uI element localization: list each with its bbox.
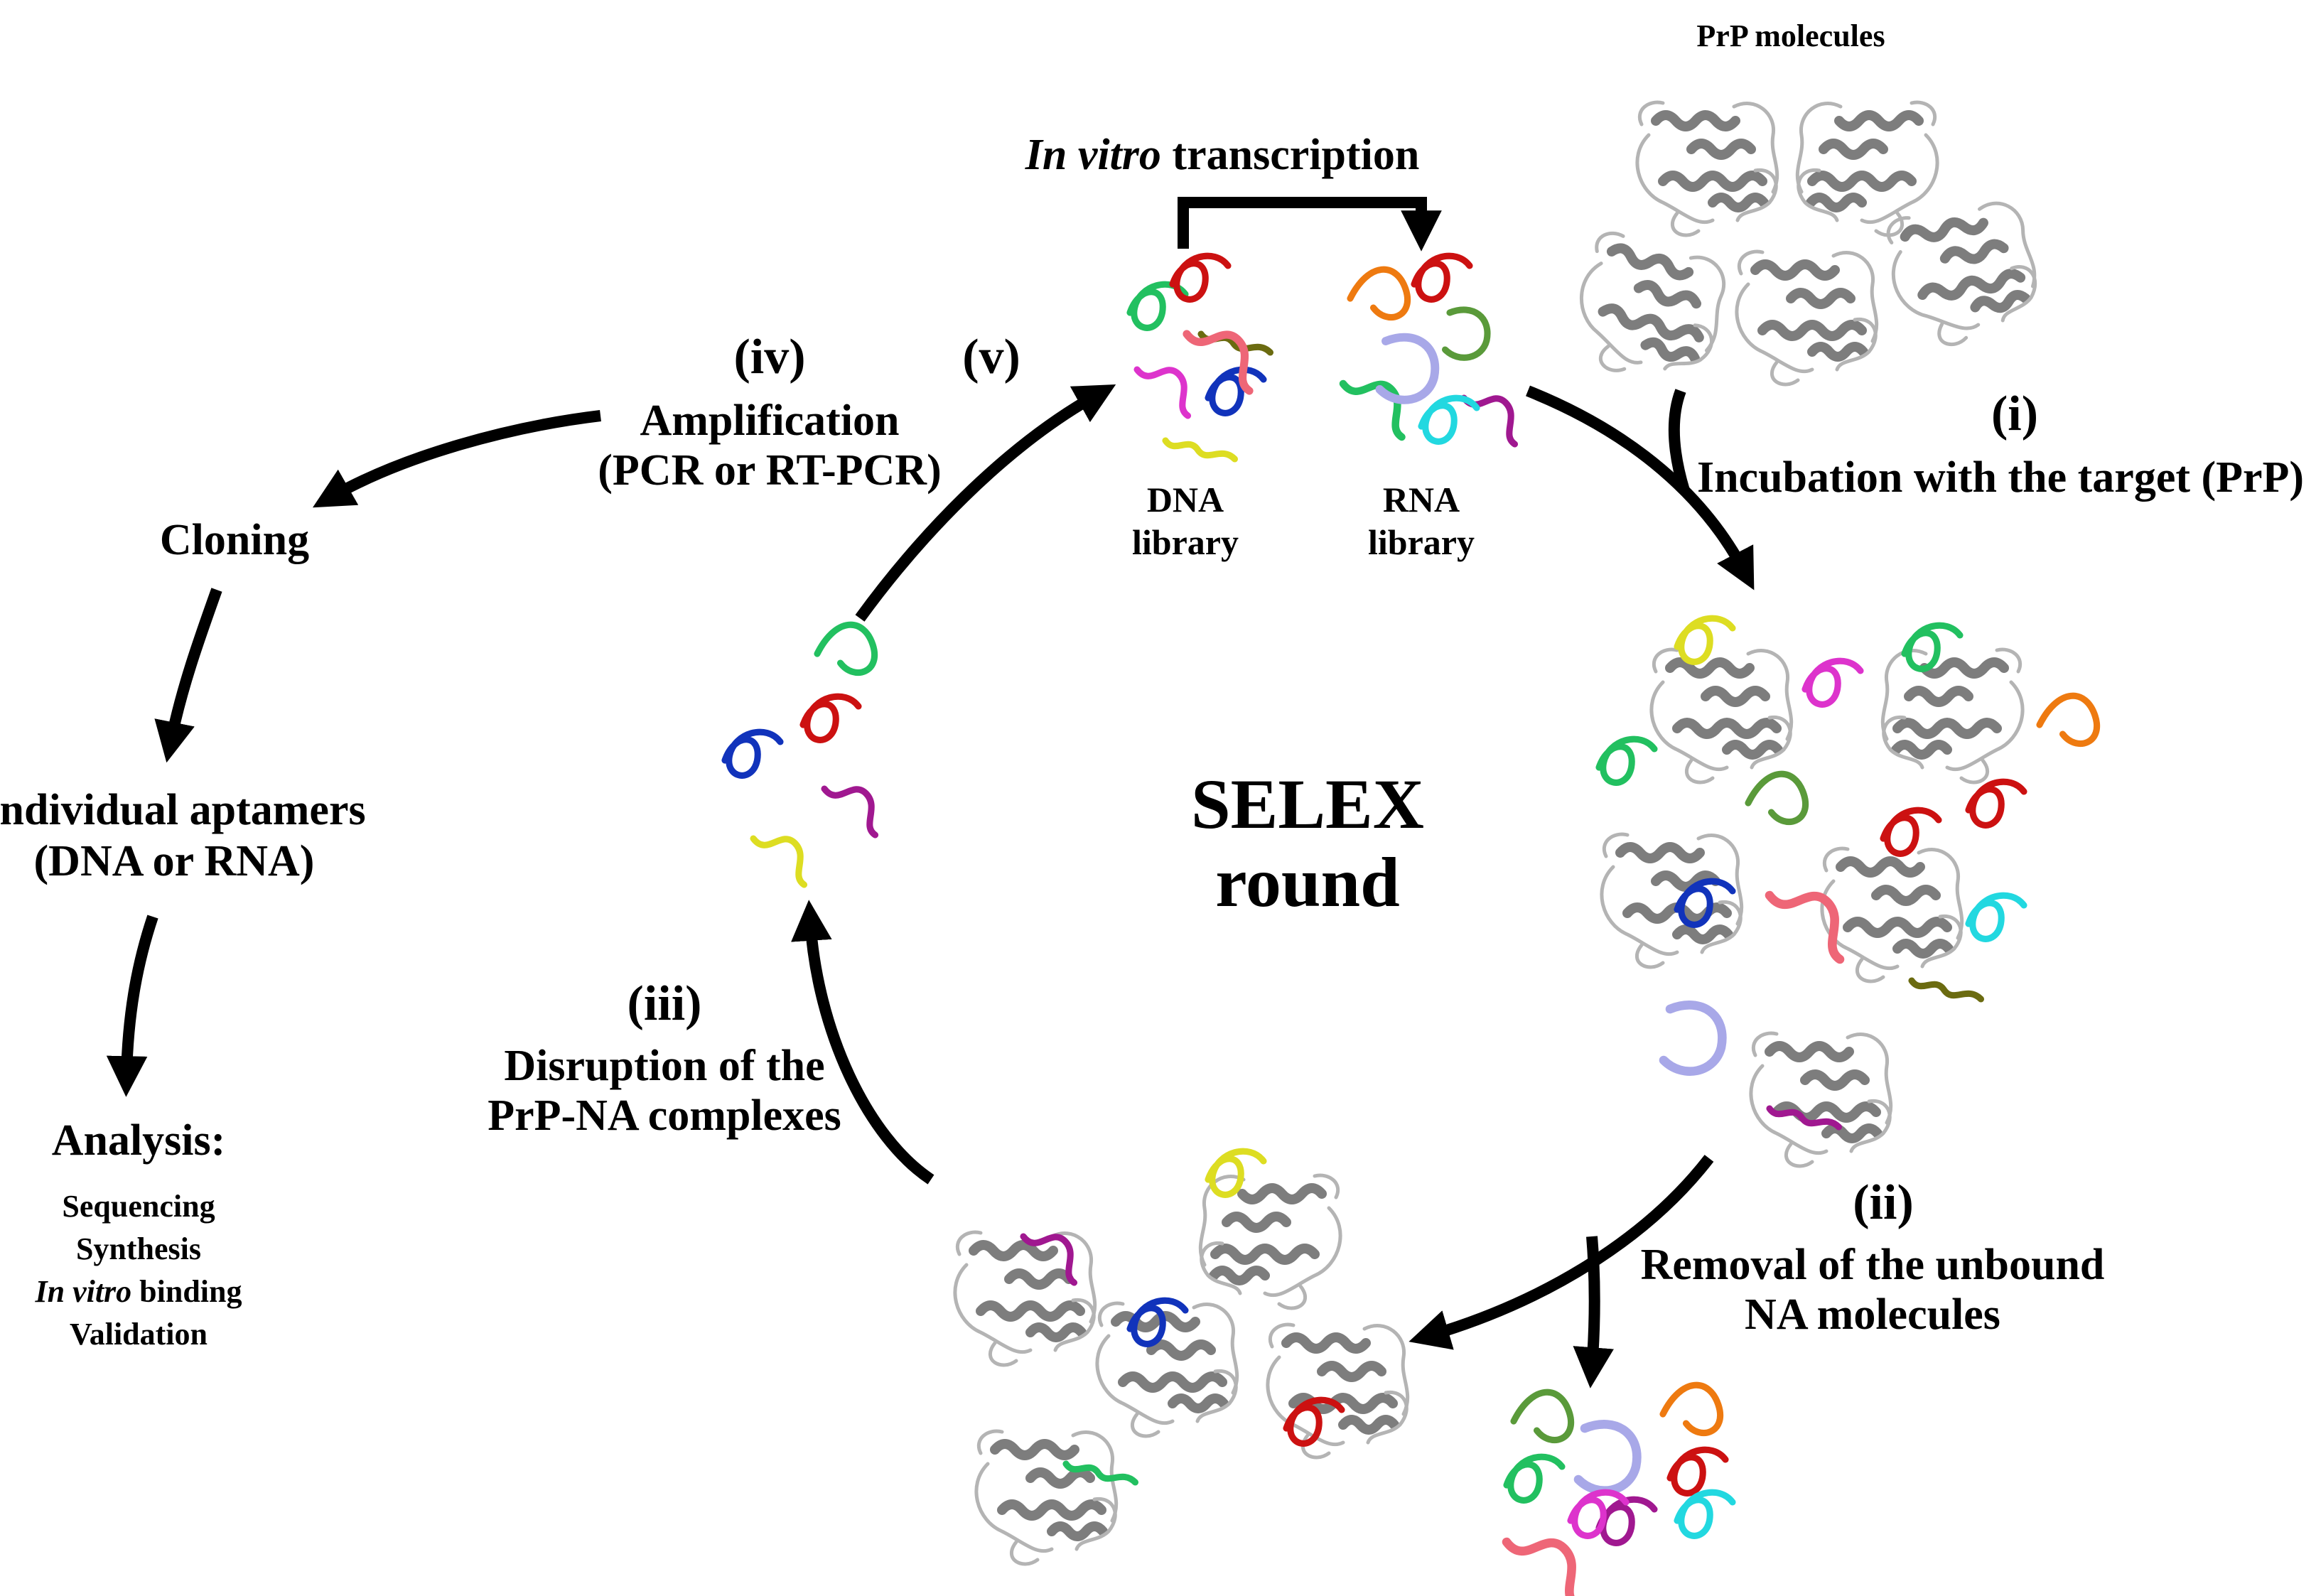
rna-library-label-line2: library (1368, 522, 1475, 562)
na-strand (2036, 692, 2100, 748)
na-strand (1901, 622, 1964, 672)
aptamers-label-line2: (DNA or RNA) (34, 837, 315, 885)
cloning-arrow (312, 410, 601, 508)
analysis-item-sequencing: Sequencing (62, 1189, 215, 1224)
incubation-arrow (1526, 385, 1755, 591)
dna-library-label-line2: library (1132, 522, 1239, 562)
amplification-arrow (855, 384, 1116, 622)
na-strand (1283, 1396, 1345, 1447)
na-strand (1674, 878, 1736, 928)
na-strand (1411, 252, 1473, 303)
step-i-text: Incubation with the target (PrP) (1697, 453, 2304, 502)
na-strand (1169, 252, 1232, 303)
na-strand (1965, 778, 2027, 829)
na-strand (814, 621, 878, 676)
disruption-arrow (791, 900, 935, 1185)
na-strand (1801, 657, 1864, 708)
na-strand (1908, 977, 1985, 1003)
unbound-na-molecules (1502, 1381, 1736, 1596)
step-iv-numeral: (iv) (733, 330, 805, 384)
selex-title-line2: round (1215, 843, 1399, 922)
na-strand (1965, 892, 2027, 942)
step-i-numeral: (i) (1991, 387, 2038, 441)
step-ii-numeral: (ii) (1853, 1175, 1914, 1230)
analysis-item-synthesis: Synthesis (76, 1231, 201, 1266)
na-strand (1375, 333, 1440, 404)
step-iv-text-line1: Amplification (640, 397, 899, 445)
bound-complexes (955, 1148, 1408, 1564)
prp-molecules-label: PrP molecules (1696, 18, 1885, 53)
na-strand (1126, 1297, 1189, 1347)
na-strand (1441, 306, 1491, 361)
na-strand (1062, 1460, 1139, 1486)
step-iii-text-line1: Disruption of the (504, 1042, 824, 1090)
analysis-item-validation: Validation (70, 1317, 208, 1352)
aptamers-label-line1: Individual aptamers (0, 786, 366, 834)
step-ii-text-line2: NA molecules (1745, 1290, 2000, 1339)
na-strand (1880, 807, 1942, 857)
na-strand (1595, 1496, 1658, 1546)
na-strand (1659, 1001, 1727, 1076)
na-strand (1666, 1446, 1729, 1497)
dna-library-strands (1126, 252, 1274, 463)
na-strand (1503, 1453, 1566, 1504)
na-strand (1205, 366, 1267, 416)
na-strand (1674, 615, 1736, 665)
analysis-arrow (106, 915, 158, 1097)
na-strand (1766, 1105, 1843, 1131)
in-vitro-transcription-label: In vitro transcription (1025, 131, 1420, 179)
na-strand (1765, 890, 1845, 964)
na-strand (1573, 1420, 1642, 1495)
na-strand (1133, 366, 1192, 419)
transcription-bracket-arrow (1178, 197, 1442, 252)
na-strand (821, 785, 879, 839)
aptamers-arrow (154, 588, 222, 763)
na-strand (1347, 266, 1411, 321)
prp-feed-arrow (1668, 389, 1690, 492)
selex-title-line1: SELEX (1191, 765, 1424, 843)
analysis-item-binding: In vitro binding (34, 1274, 242, 1309)
cloning-label: Cloning (160, 516, 309, 564)
analysis-title: Analysis: (52, 1116, 226, 1165)
na-strand (1162, 437, 1239, 463)
na-strand (1205, 1148, 1267, 1198)
incubation-mixture (1595, 615, 2100, 1166)
na-strand (1020, 1233, 1078, 1286)
na-strand (750, 835, 808, 888)
step-iv-text-line2: (PCR or RT-PCR) (598, 446, 941, 495)
step-ii-text-line1: Removal of the unbound (1641, 1241, 2105, 1289)
na-strand (1418, 394, 1480, 445)
dna-library-label-line1: DNA (1147, 480, 1224, 519)
na-strand (1659, 1381, 1723, 1437)
step-iii-text-line2: PrP-NA complexes (488, 1091, 841, 1140)
rna-library-strands (1339, 252, 1519, 448)
na-strand (1510, 1389, 1574, 1444)
na-strand (1595, 735, 1658, 786)
na-strand (799, 693, 862, 743)
na-strand (721, 728, 784, 779)
na-strand (1674, 1489, 1736, 1539)
na-strand (1502, 1537, 1576, 1596)
step-iii-numeral: (iii) (628, 976, 702, 1031)
unbound-discard-arrow (1573, 1236, 1614, 1389)
na-strand (1745, 770, 1809, 826)
na-strand (1339, 379, 1406, 441)
prp-molecules-cluster (1564, 102, 2045, 394)
eluted-strands (721, 621, 879, 888)
step-v-numeral: (v) (962, 330, 1020, 384)
na-strand (1567, 1489, 1630, 1539)
rna-library-label-line1: RNA (1383, 480, 1460, 519)
na-strand (1126, 281, 1189, 331)
na-strand (1183, 330, 1254, 395)
